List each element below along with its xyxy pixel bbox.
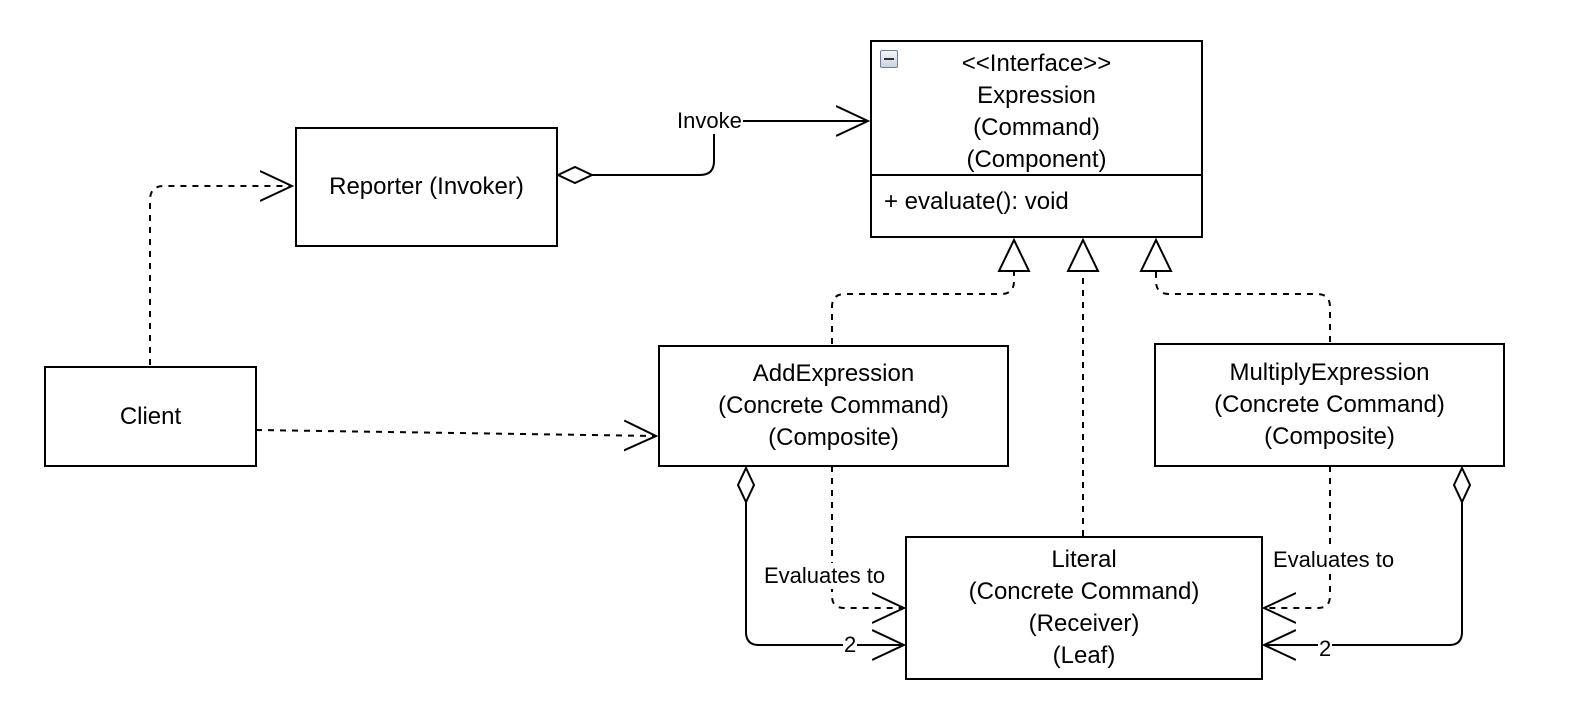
multiplyexpression-role-concrete-command: (Concrete Command) xyxy=(1214,391,1445,418)
reporter-name: Reporter (Invoker) xyxy=(329,173,524,200)
addexpression-role-composite: (Composite) xyxy=(768,424,899,451)
addexpression-role-concrete-command: (Concrete Command) xyxy=(718,392,949,419)
expression-evaluate-method: + evaluate(): void xyxy=(884,188,1069,215)
addexpression-realization-line xyxy=(831,240,1014,344)
client-addexpression-dependency-line xyxy=(255,430,656,436)
invoke-association-line xyxy=(558,121,868,175)
multiplyexpression-name: MultiplyExpression xyxy=(1229,359,1430,386)
multiplyexpression-class-box[interactable]: MultiplyExpression (Concrete Command) (C… xyxy=(1154,343,1505,467)
collapse-minus-icon[interactable] xyxy=(880,50,898,68)
add-evaluates-label: Evaluates to xyxy=(763,563,887,589)
multiplyexpression-realization-line xyxy=(1156,240,1331,342)
literal-name: Literal xyxy=(1051,546,1117,573)
reporter-class-box[interactable]: Reporter (Invoker) xyxy=(295,127,558,247)
multiply-evaluates-dependency-line xyxy=(1264,466,1331,608)
addexpression-name: AddExpression xyxy=(752,360,915,387)
literal-role-receiver: (Receiver) xyxy=(1028,610,1140,637)
literal-role-leaf: (Leaf) xyxy=(1052,642,1116,669)
multiply-evaluates-label: Evaluates to xyxy=(1272,547,1396,573)
multiplyexpression-role-composite: (Composite) xyxy=(1264,423,1395,450)
add-aggregation-line xyxy=(746,468,904,645)
multiply-aggregation-line xyxy=(1264,468,1462,645)
expression-role-component: (Component) xyxy=(966,146,1107,173)
literal-class-box[interactable]: Literal (Concrete Command) (Receiver) (L… xyxy=(905,536,1263,680)
expression-name: Expression xyxy=(977,82,1096,109)
client-name: Client xyxy=(119,402,182,430)
add-multiplicity-label: 2 xyxy=(843,632,858,658)
literal-role-concrete-command: (Concrete Command) xyxy=(968,578,1200,605)
client-class-box[interactable]: Client xyxy=(44,366,257,467)
expression-role-command: (Command) xyxy=(973,114,1100,141)
expression-header: <<Interface>> Expression (Command) (Comp… xyxy=(872,42,1201,176)
invoke-label: Invoke xyxy=(676,108,743,134)
addexpression-class-box[interactable]: AddExpression (Concrete Command) (Compos… xyxy=(658,345,1009,467)
multiply-multiplicity-label: 2 xyxy=(1318,636,1333,662)
client-reporter-dependency-line xyxy=(149,186,292,365)
expression-stereotype: <<Interface>> xyxy=(961,50,1112,77)
expression-interface-box[interactable]: <<Interface>> Expression (Command) (Comp… xyxy=(870,40,1203,238)
